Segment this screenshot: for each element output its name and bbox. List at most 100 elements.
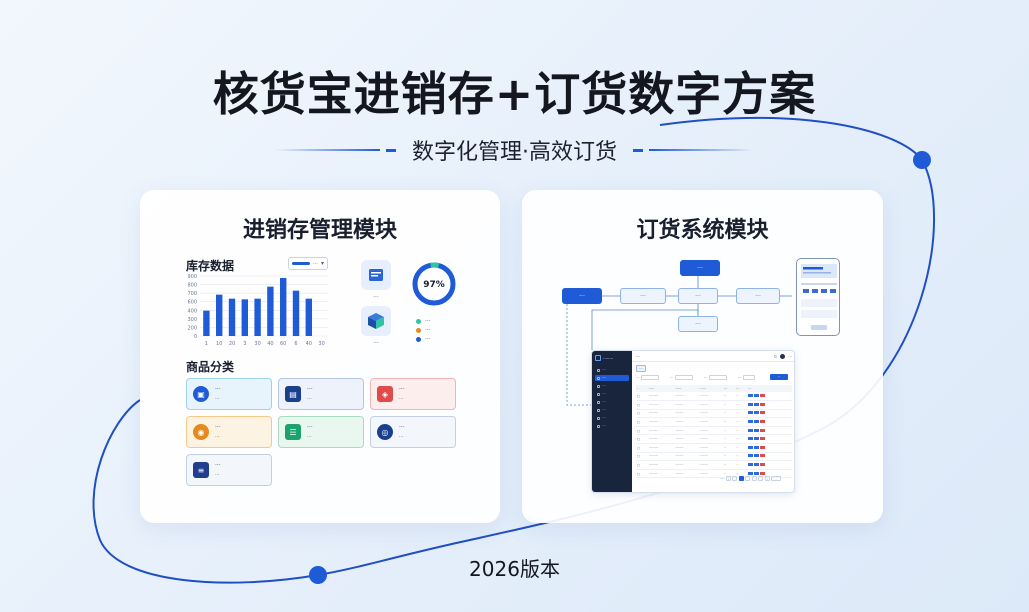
table-row: □······························	[636, 426, 792, 436]
flow-node-3: ···	[678, 288, 718, 304]
table-row: □······························	[636, 409, 792, 419]
admin-sidebar-item-7[interactable]: ····	[595, 415, 629, 421]
y-tick-label: 300	[187, 317, 197, 323]
bar-6	[280, 278, 287, 336]
refresh-icon[interactable]: ↻	[773, 353, 778, 359]
table-row: □······························	[636, 392, 792, 402]
bar-5	[267, 286, 274, 336]
page-title: 核货宝进销存+订货数字方案	[212, 67, 817, 121]
subtitle-row: 数字化管理·高效订货	[0, 135, 1029, 165]
admin-tab[interactable]: ····	[636, 365, 647, 372]
page-5[interactable]: ·	[758, 476, 764, 481]
category-item-5[interactable]: ☰ ······	[278, 416, 364, 448]
bar-7	[292, 290, 300, 336]
list-icon: ☰	[285, 424, 301, 440]
admin-pagination: ···· ‹ · · · · · › ··	[720, 476, 782, 481]
category-item-7[interactable]: ≡ ······	[186, 454, 272, 486]
admin-filter-1[interactable]: ···	[636, 375, 660, 380]
x-tick-label: 60	[280, 341, 286, 347]
x-tick-label: 40	[267, 341, 273, 347]
page-prev[interactable]: ‹	[725, 476, 731, 481]
admin-sidebar-item-8[interactable]: ····	[595, 423, 629, 429]
x-tick-label: 40	[306, 341, 312, 347]
legend-item-2: ···	[416, 327, 431, 334]
admin-sidebar: ········ ···· ···· ···· ···· ···· ···· ·…	[592, 351, 632, 492]
page-4[interactable]: ·	[751, 476, 757, 481]
y-tick-label: 200	[187, 325, 197, 331]
version-label: 2026版本	[469, 557, 560, 581]
legend-item-3: ···	[416, 336, 431, 343]
bar-2	[228, 298, 236, 336]
y-tick-label: 700	[187, 291, 197, 297]
percent-donut: 97%	[412, 262, 456, 306]
admin-topbar: ··· ↻···	[632, 351, 794, 362]
y-tick-label: 900	[187, 274, 197, 280]
admin-sidebar-item-4[interactable]: ····	[595, 391, 629, 397]
x-tick-label: 20	[229, 341, 235, 347]
inventory-module-title: 进销存管理模块	[242, 218, 397, 243]
page-current[interactable]: ·	[738, 476, 744, 481]
subtitle-dash-left	[386, 148, 396, 152]
admin-sidebar-item-5[interactable]: ····	[595, 399, 629, 405]
category-item-3[interactable]: ◈ ······	[370, 378, 456, 410]
subtitle: 数字化管理·高效订货	[412, 140, 617, 165]
admin-order-table: ··························· □···········…	[636, 385, 792, 479]
admin-sidebar-item-1[interactable]: ····	[595, 367, 629, 373]
legend-item-1: ···	[416, 318, 431, 325]
page-1[interactable]: ·	[732, 476, 738, 481]
bar-8	[305, 298, 312, 336]
category-item-6[interactable]: ◎ ······	[370, 416, 456, 448]
y-tick-label: 800	[187, 283, 197, 289]
admin-logo: ········	[595, 355, 613, 361]
x-tick-label: 10	[216, 341, 222, 347]
x-tick-label: 30	[254, 341, 260, 347]
subtitle-line-right	[649, 149, 754, 151]
target-icon: ◎	[377, 424, 393, 440]
chevron-down-icon: ▾	[320, 260, 324, 267]
subtitle-line-left	[275, 149, 380, 151]
page-size[interactable]: ··	[771, 476, 782, 481]
table-row: □······························	[636, 460, 792, 470]
y-tick-label: 400	[187, 308, 197, 314]
period-dropdown[interactable]: ··· ▾	[288, 257, 328, 270]
admin-sidebar-item-2[interactable]: ····	[595, 375, 629, 381]
chart-icon: ▤	[285, 386, 301, 402]
bar-4	[254, 298, 261, 336]
page-next[interactable]: ›	[764, 476, 770, 481]
y-tick-label: 0	[194, 334, 197, 340]
x-tick-label: 6	[294, 341, 297, 347]
bar-3	[241, 299, 248, 336]
x-tick-label: 1	[205, 341, 208, 347]
flow-node-5: ···	[678, 316, 718, 332]
box-icon: ▣	[193, 386, 209, 402]
admin-filter-4[interactable]: ···	[738, 375, 756, 380]
admin-filter-3[interactable]: ···	[704, 375, 728, 380]
dropdown-value: ···	[313, 260, 318, 267]
avatar[interactable]	[780, 353, 786, 359]
table-row: □······························	[636, 443, 792, 453]
admin-sidebar-item-3[interactable]: ····	[595, 383, 629, 389]
category-label: 商品分类	[186, 360, 235, 374]
admin-panel-preview: ········ ···· ···· ···· ···· ···· ···· ·…	[591, 350, 795, 493]
ordering-module-card: 订货系统模块 ··· ··· ··· ··· ··· ···	[522, 190, 883, 523]
flow-node-2: ···	[620, 288, 666, 304]
mobile-app-preview	[796, 258, 840, 336]
flow-node-4: ···	[736, 288, 780, 304]
bar-1	[216, 294, 223, 336]
y-tick-label: 600	[187, 300, 197, 306]
category-item-1[interactable]: ▣ ······	[186, 378, 272, 410]
admin-search-button[interactable]: ··	[770, 374, 788, 380]
orange-circle-icon: ◉	[193, 424, 209, 440]
table-row: □······························	[636, 400, 792, 410]
x-tick-label: 30	[318, 341, 324, 347]
category-item-2[interactable]: ▤ ······	[278, 378, 364, 410]
flow-node-top: ···	[680, 260, 720, 276]
tile-caption-1: ···	[373, 294, 379, 301]
table-row: □······························	[636, 434, 792, 445]
admin-sidebar-item-6[interactable]: ····	[595, 407, 629, 413]
admin-filter-2[interactable]: ···	[670, 375, 694, 380]
category-item-4[interactable]: ◉ ······	[186, 416, 272, 448]
page-3[interactable]: ·	[745, 476, 751, 481]
table-row: □······························	[636, 417, 792, 427]
